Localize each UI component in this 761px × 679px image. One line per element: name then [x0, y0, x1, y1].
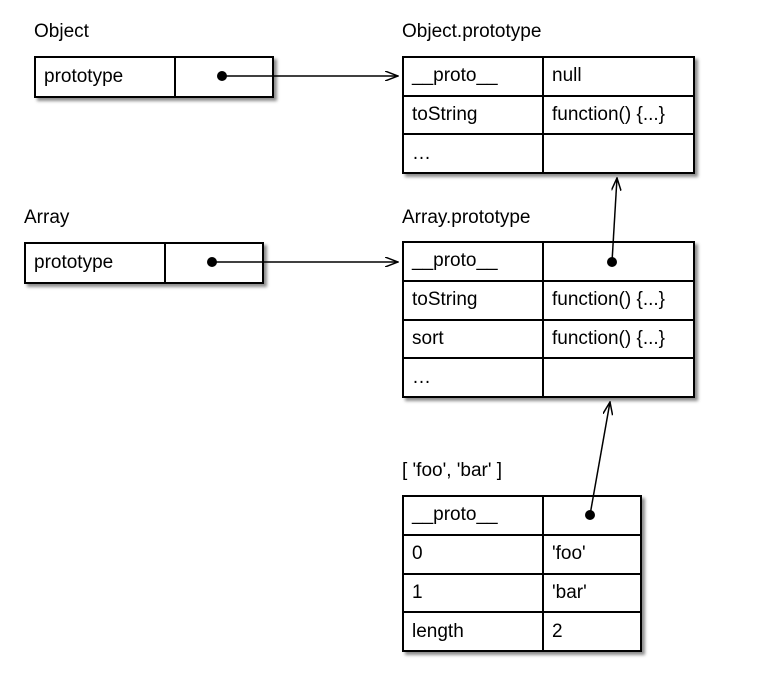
array-prototype-row-ellipsis: …: [402, 357, 695, 398]
array-instance-box: __proto__ 0 'foo' 1 'bar' length 2: [402, 495, 642, 652]
object-prototype-row-ellipsis: …: [402, 133, 695, 174]
array-prototype-value-sort: function() {...}: [542, 318, 695, 360]
array-instance-row-1: 1 'bar': [402, 572, 642, 614]
array-prototype-value-ellipsis: [542, 357, 695, 398]
array-prototype-key-tostring: toString: [402, 279, 544, 321]
array-row-prototype: prototype: [24, 242, 264, 284]
array-prototype-row-sort: sort function() {...}: [402, 318, 695, 360]
object-prototype-key-proto: __proto__: [402, 56, 544, 97]
array-prototype-key-ellipsis: …: [402, 357, 544, 398]
array-instance-row-0: 0 'foo': [402, 533, 642, 575]
object-prototype-value-ellipsis: [542, 133, 695, 174]
array-instance-row-length: length 2: [402, 611, 642, 652]
object-prototype-box: __proto__ null toString function() {...}…: [402, 56, 695, 174]
array-prototype-row-proto: __proto__: [402, 241, 695, 282]
arrow-array-instance-to-array-prototype: [585, 402, 610, 520]
object-prototype-title: Object.prototype: [402, 21, 542, 42]
array-instance-value-0: 'foo': [542, 533, 642, 575]
object-prototype-key-tostring: toString: [402, 94, 544, 136]
array-prototype-box: __proto__ toString function() {...} sort…: [402, 241, 695, 398]
array-instance-title: [ 'foo', 'bar' ]: [402, 460, 503, 481]
arrow-object-to-object-prototype: [217, 71, 398, 81]
array-instance-value-1: 'bar': [542, 572, 642, 614]
array-instance-key-1: 1: [402, 572, 544, 614]
array-box: prototype: [24, 242, 264, 284]
object-prototype-value-tostring: function() {...}: [542, 94, 695, 136]
array-instance-value-length: 2: [542, 611, 642, 652]
array-instance-key-proto: __proto__: [402, 495, 544, 536]
object-title: Object: [34, 21, 89, 42]
array-title: Array: [24, 207, 70, 228]
object-key-prototype: prototype: [34, 56, 176, 98]
array-prototype-row-tostring: toString function() {...}: [402, 279, 695, 321]
array-instance-key-length: length: [402, 611, 544, 652]
arrow-array-to-array-prototype: [207, 257, 398, 267]
array-prototype-value-tostring: function() {...}: [542, 279, 695, 321]
object-prototype-key-ellipsis: …: [402, 133, 544, 174]
array-value-prototype: [164, 242, 264, 284]
object-prototype-value-proto: null: [542, 56, 695, 97]
array-prototype-title: Array.prototype: [402, 207, 531, 228]
array-instance-key-0: 0: [402, 533, 544, 575]
array-key-prototype: prototype: [24, 242, 166, 284]
object-prototype-row-proto: __proto__ null: [402, 56, 695, 97]
array-prototype-key-sort: sort: [402, 318, 544, 360]
object-prototype-row-tostring: toString function() {...}: [402, 94, 695, 136]
arrow-array-prototype-to-object-prototype: [607, 178, 617, 267]
array-prototype-value-proto: [542, 241, 695, 282]
array-prototype-key-proto: __proto__: [402, 241, 544, 282]
